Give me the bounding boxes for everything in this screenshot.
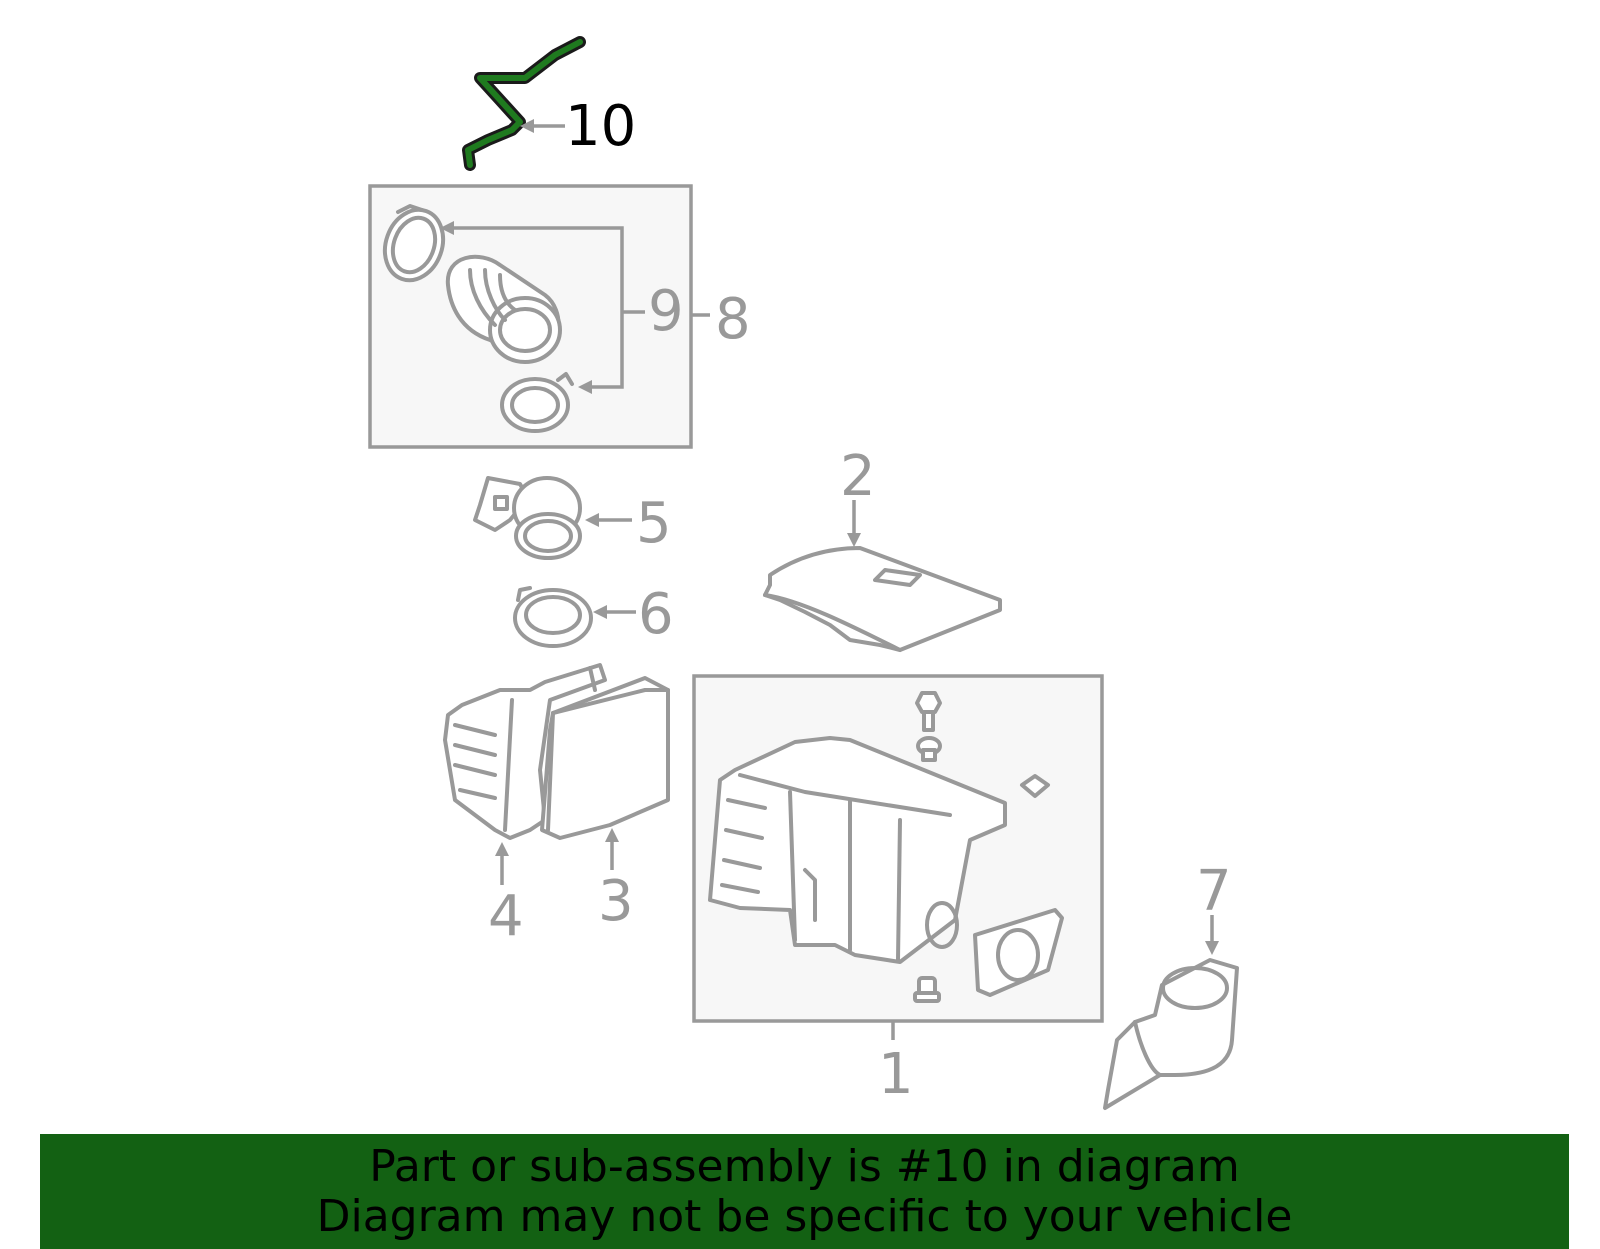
part-2-cover[interactable] <box>763 546 1002 652</box>
part-5-sensor[interactable] <box>473 476 582 560</box>
part-9-clamp-lower[interactable] <box>500 372 574 433</box>
banner-line-1: Part or sub-assembly is #10 in diagram <box>369 1140 1240 1192</box>
arrow-6 <box>593 605 607 619</box>
info-banner: Part or sub-assembly is #10 in diagram D… <box>40 1134 1569 1249</box>
callout-2[interactable]: 2 <box>840 444 876 509</box>
part-1-grommet[interactable] <box>916 736 942 762</box>
arrow-4 <box>495 842 509 856</box>
arrow-5 <box>585 513 599 527</box>
part-6-clamp[interactable] <box>513 586 593 648</box>
callout-7[interactable]: 7 <box>1196 859 1232 924</box>
callout-10[interactable]: 10 <box>565 94 636 159</box>
arrow-9-upper <box>440 221 454 235</box>
banner-line-2: Diagram may not be specific to your vehi… <box>316 1190 1293 1242</box>
callout-3[interactable]: 3 <box>598 869 634 934</box>
part-7-inlet-duct[interactable] <box>1103 958 1239 1110</box>
callout-5[interactable]: 5 <box>636 491 672 556</box>
part-1-plug[interactable] <box>913 976 941 1003</box>
arrow-7 <box>1205 941 1219 955</box>
arrow-10 <box>520 119 534 133</box>
part-3-filter[interactable] <box>540 676 670 840</box>
part-10-hose[interactable] <box>462 36 586 171</box>
part-9-clamp-upper[interactable] <box>375 202 452 289</box>
part-8-intake-duct[interactable] <box>445 254 562 364</box>
part-1-bolt[interactable] <box>915 691 942 732</box>
arrow-9-lower <box>578 380 592 394</box>
callout-9[interactable]: 9 <box>648 279 684 344</box>
part-1-nut[interactable] <box>1020 774 1050 798</box>
callout-6[interactable]: 6 <box>638 582 674 647</box>
callout-4[interactable]: 4 <box>488 884 524 949</box>
part-4-housing-lid[interactable] <box>443 663 607 840</box>
part-1-seal[interactable] <box>973 908 1064 997</box>
arrow-3 <box>605 828 619 842</box>
callout-8[interactable]: 8 <box>715 287 751 352</box>
part-1-air-cleaner-housing[interactable] <box>708 736 1007 964</box>
callout-1[interactable]: 1 <box>878 1042 914 1107</box>
leader-9 <box>445 226 645 389</box>
parts-diagram: 10 9 8 5 6 <box>368 36 1239 1110</box>
arrow-2 <box>847 533 861 547</box>
